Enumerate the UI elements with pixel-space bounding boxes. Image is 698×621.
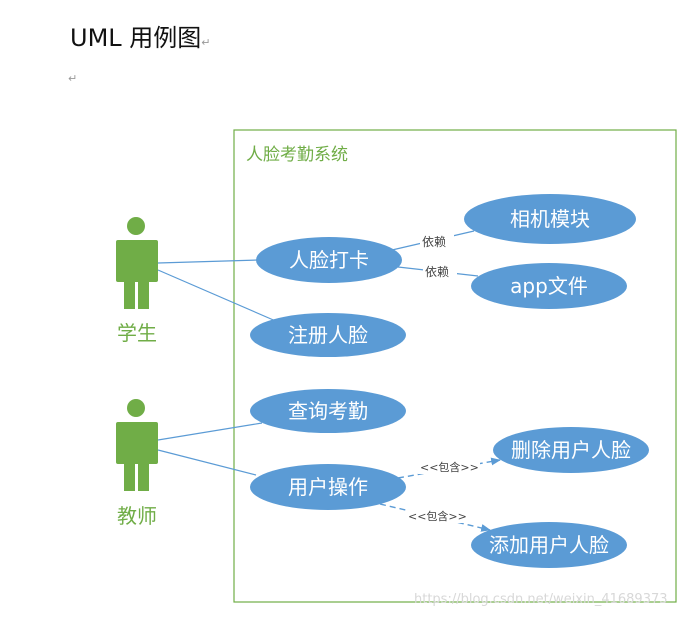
empty-paragraph-mark: ↵ [68,72,78,85]
association-teacher-user-operation [157,449,257,476]
use-case-label: 相机模块 [510,207,590,231]
association-teacher-query-attendance [157,422,263,441]
use-case-face-checkin: 人脸打卡 [256,237,402,283]
association-student-face-checkin [157,259,259,264]
actor-teacher: 教师 [116,399,158,528]
use-case-query-attendance: 查询考勤 [250,389,406,433]
use-case-label: 添加用户人脸 [489,533,609,557]
document-title-text: UML 用例图 [70,24,202,52]
use-case-label: 删除用户人脸 [511,438,631,462]
use-case-app-file: app文件 [471,263,627,309]
use-case-register-face: 注册人脸 [250,313,406,357]
use-case-user-operation: 用户操作 [250,464,406,510]
use-case-label: 查询考勤 [288,399,368,423]
association-student-register-face [157,269,279,323]
paragraph-mark: ↵ [201,36,211,49]
actor-label-teacher: 教师 [117,504,157,528]
use-case-label: app文件 [510,274,588,298]
use-case-delete-user-face: 删除用户人脸 [493,427,649,473]
relation-labels: 依赖 依赖 <<包含>> <<包含>> [406,232,480,523]
watermark: https://blog.csdn.net/weixin_41689373 [414,592,668,607]
actor-student: 学生 [116,217,158,345]
include-user-operation-add-user-face [379,503,491,532]
include-label-add: <<包含>> [408,509,467,523]
use-case-label: 人脸打卡 [289,248,369,272]
dependency-label-camera: 依赖 [422,234,446,249]
use-case-label: 注册人脸 [288,323,368,347]
document-title: UML 用例图↵ [70,18,211,53]
actor-label-student: 学生 [117,321,157,345]
use-case-camera-module: 相机模块 [464,194,636,244]
actor-figure-icon [116,217,158,309]
system-name: 人脸考勤系统 [246,145,348,165]
include-label-delete: <<包含>> [420,460,479,474]
actor-figure-icon [116,399,158,491]
use-case-add-user-face: 添加用户人脸 [471,522,627,568]
system-boundary [233,129,677,603]
use-case-label: 用户操作 [288,475,368,499]
dependency-label-app: 依赖 [425,264,449,279]
